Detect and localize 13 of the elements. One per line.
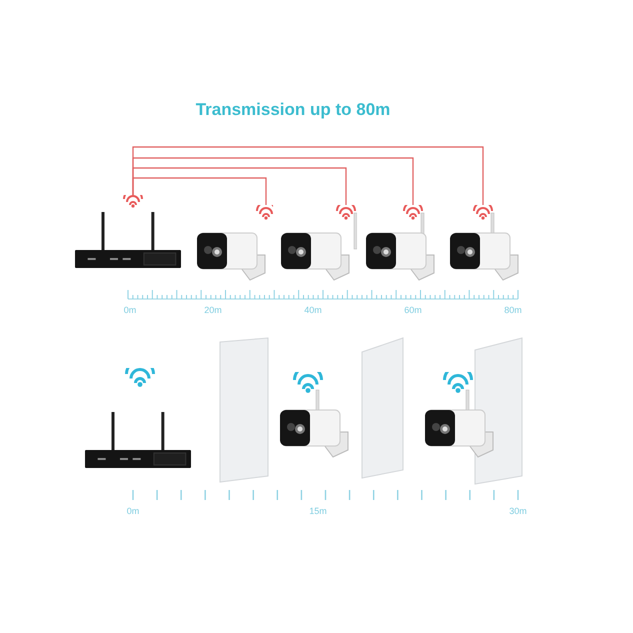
- title: Transmission up to 80m: [194, 100, 392, 120]
- distance-label: 0m: [124, 305, 136, 315]
- connector-line: [132, 167, 347, 205]
- distance-label: 60m: [404, 305, 422, 315]
- distance-label: 15m: [309, 506, 327, 516]
- distance-label: 80m: [504, 305, 522, 315]
- distance-label: 40m: [304, 305, 322, 315]
- distance-label: 20m: [204, 305, 222, 315]
- connector-line: [132, 157, 414, 205]
- connector-line: [132, 146, 484, 205]
- distance-label: 30m: [509, 506, 527, 516]
- distance-label: 0m: [126, 506, 140, 516]
- connector-line: [132, 177, 267, 205]
